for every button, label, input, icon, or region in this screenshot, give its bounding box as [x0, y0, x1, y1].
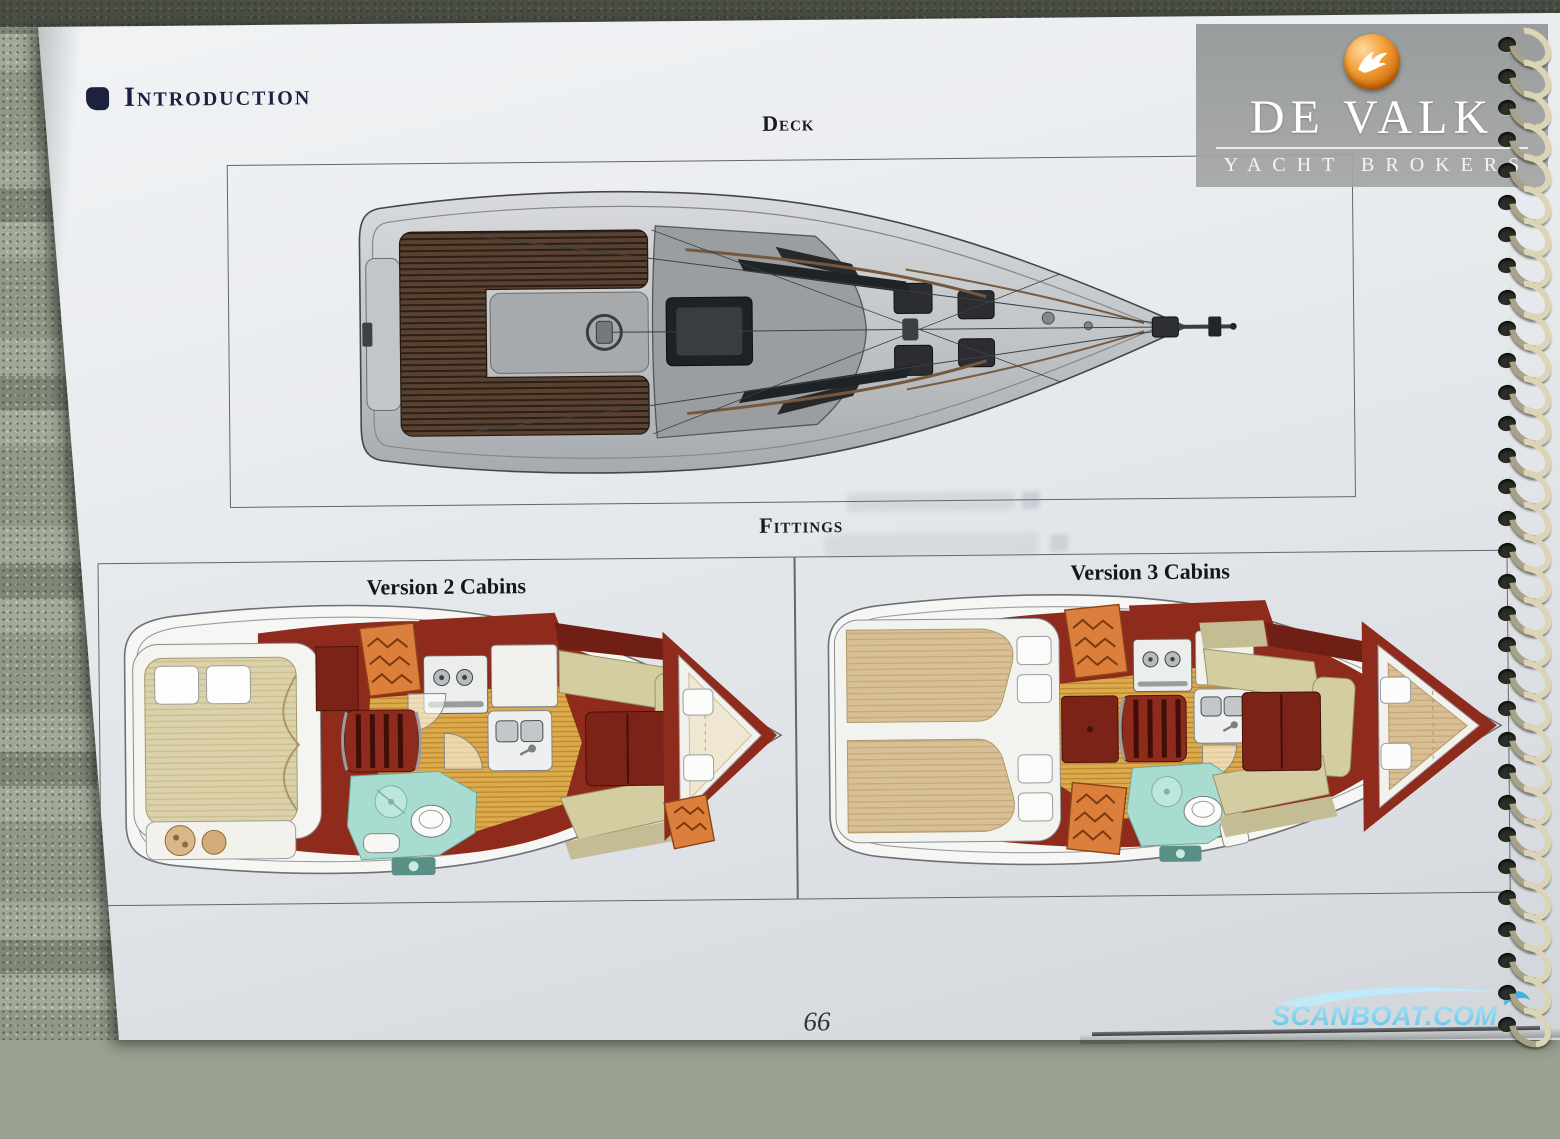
deck-rigging-lines — [471, 229, 1187, 435]
spiral-loop — [1494, 630, 1558, 657]
spiral-loop — [1494, 788, 1558, 815]
v3-salon — [1199, 620, 1381, 838]
bleed-through-bullet — [1050, 533, 1069, 553]
v2-galley — [407, 612, 569, 772]
spiral-loop — [1494, 883, 1558, 910]
deck-figure-label: Deck — [762, 110, 815, 136]
spiral-loop — [1494, 504, 1558, 531]
v2-aft-cabin — [132, 642, 359, 861]
spiral-loop — [1494, 346, 1558, 373]
logo-divider — [1216, 146, 1528, 149]
deck-cockpit — [362, 229, 673, 437]
spiral-loop — [1494, 820, 1558, 847]
v3-locker-orange-bottom — [1066, 781, 1128, 856]
v3-companionway-steps — [1118, 694, 1187, 763]
spiral-loop — [1494, 30, 1558, 57]
spiral-loop — [1494, 1010, 1558, 1037]
bleed-through-bullet — [1021, 491, 1041, 510]
spiral-loop — [1494, 757, 1558, 784]
v3-forward-cabin — [1361, 621, 1498, 832]
logo-name: DE VALK — [1249, 91, 1495, 144]
spiral-loop — [1494, 472, 1558, 499]
spiral-loop — [1494, 536, 1558, 563]
spiral-loop — [1494, 567, 1558, 594]
devalk-logo: DE VALK YACHT BROKERS — [1196, 24, 1548, 187]
spiral-loop — [1494, 62, 1558, 89]
spiral-loop — [1494, 125, 1558, 152]
spiral-loop — [1494, 852, 1558, 879]
deck-trim-lines — [685, 248, 1145, 416]
bleed-through-text — [824, 532, 1039, 558]
spiral-binding — [1488, 0, 1560, 1040]
v2-forward-cabin — [662, 631, 778, 841]
deck-mast-and-bow — [902, 316, 1237, 341]
cabin-version-2-drawing — [123, 604, 783, 876]
spiral-loop — [1494, 946, 1558, 973]
section-title: Introduction — [123, 80, 312, 113]
v2-head-bathroom — [346, 732, 483, 876]
page-content: Introduction Deck — [85, 80, 1511, 1037]
spiral-loop — [1494, 251, 1558, 278]
spiral-loop — [1494, 599, 1558, 626]
v2-locker-orange-aft — [358, 622, 422, 698]
fittings-divider — [793, 557, 799, 899]
section-bullet-icon — [85, 86, 110, 110]
spiral-loop — [1494, 978, 1558, 1005]
spiral-loop — [1494, 93, 1558, 120]
v2-companionway-steps — [341, 709, 422, 773]
v2-locker-orange-forward — [663, 793, 716, 850]
spiral-loop — [1494, 915, 1558, 942]
spiral-loop — [1494, 725, 1558, 752]
fittings-figure-label: Fittings — [759, 512, 844, 538]
spiral-loop — [1494, 378, 1558, 405]
cabin-version-3-drawing — [827, 594, 1503, 866]
spiral-loop — [1494, 220, 1558, 247]
logo-tagline: YACHT BROKERS — [1223, 153, 1531, 176]
spiral-loop — [1494, 694, 1558, 721]
photo-of-brochure-page: { "page": { "section_title": "Introducti… — [0, 0, 1560, 1040]
spiral-loop — [1494, 441, 1558, 468]
bleed-through-text — [846, 491, 1016, 513]
v3-locker-orange-top — [1063, 603, 1129, 679]
spiral-loop — [1494, 662, 1558, 689]
spiral-loop — [1494, 188, 1558, 215]
falcon-icon — [1344, 34, 1400, 90]
spiral-loop — [1494, 409, 1558, 436]
v3-aft-cabins — [833, 617, 1062, 844]
spiral-loop — [1494, 156, 1558, 183]
v3-nav-table — [1061, 695, 1119, 764]
spiral-loop — [1494, 283, 1558, 310]
spiral-loop — [1494, 314, 1558, 341]
section-heading: Introduction — [85, 80, 312, 114]
page-number: 66 — [803, 1006, 831, 1037]
deck-plan-drawing — [358, 190, 1237, 474]
